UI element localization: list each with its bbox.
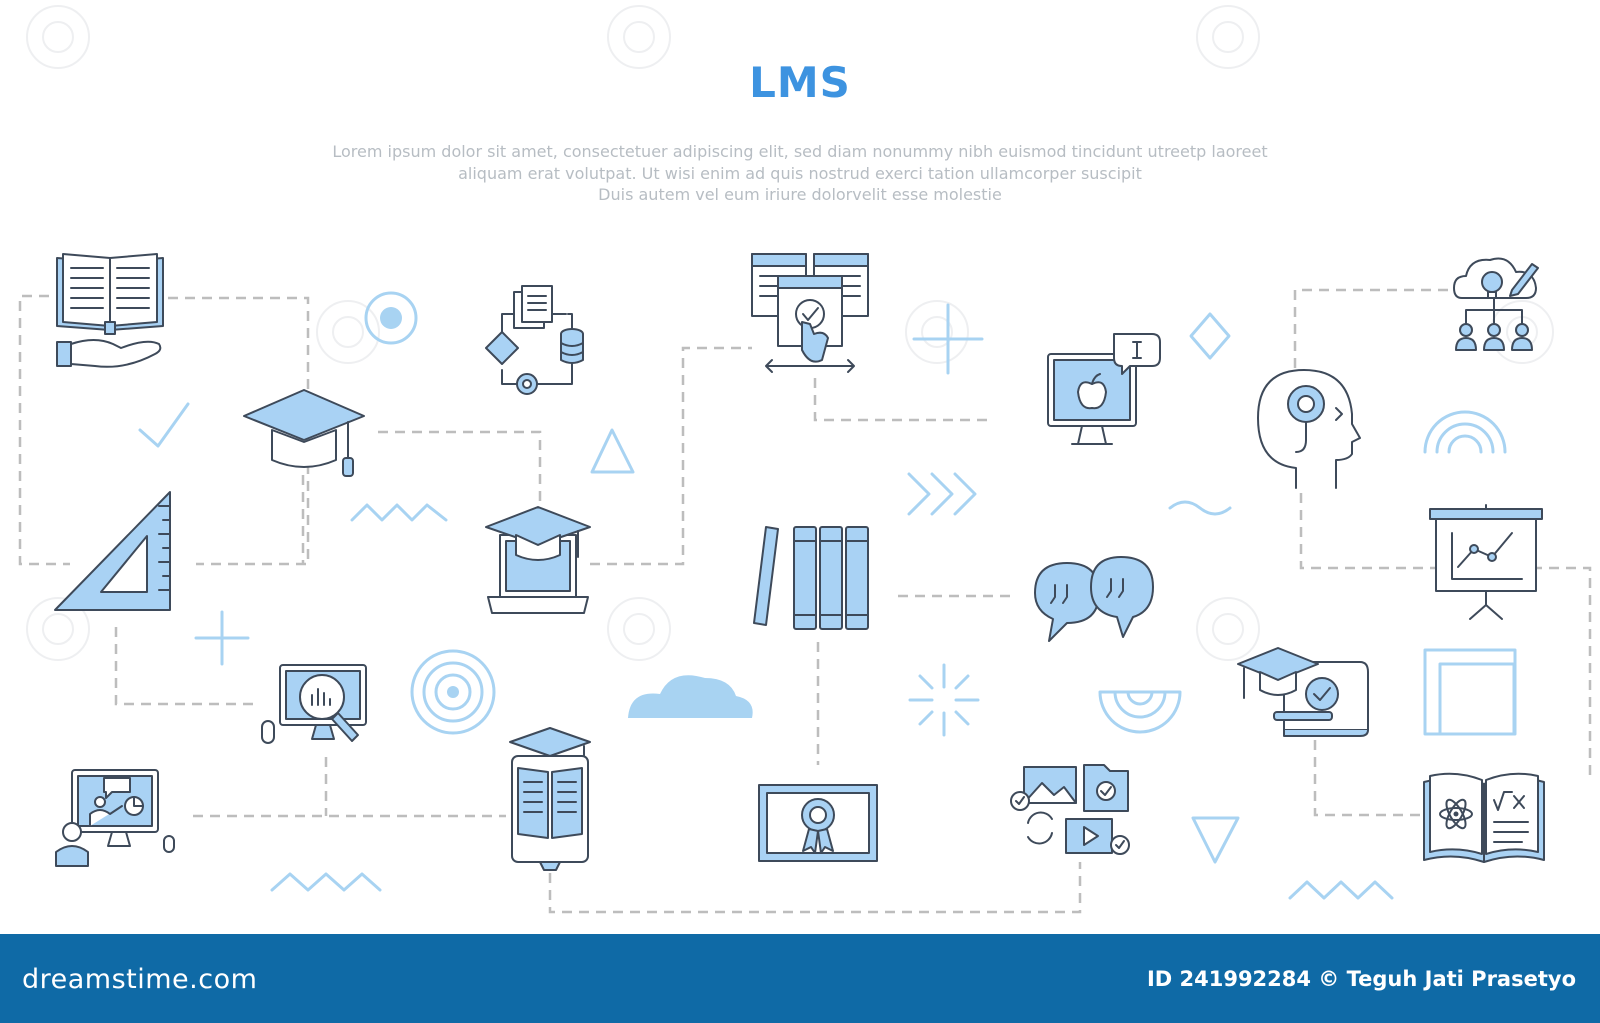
watermark-logo bbox=[607, 5, 671, 69]
quotes-chat-icon bbox=[1034, 556, 1154, 642]
cloud-idea-network-icon bbox=[1453, 257, 1539, 351]
background-decorations bbox=[138, 291, 1517, 900]
certificate-icon bbox=[758, 784, 878, 862]
site-logo-text: dreamstime.com bbox=[22, 964, 258, 995]
monitor-apple-icon bbox=[1047, 333, 1161, 445]
set-square-icon bbox=[54, 491, 171, 611]
connector-lines bbox=[18, 288, 1592, 914]
watermark-logo bbox=[1196, 597, 1260, 661]
image-credit: ID 241992284 © Teguh Jati Prasetyo bbox=[1146, 967, 1576, 991]
graduation-cap-icon bbox=[243, 389, 365, 477]
watermark-logo bbox=[1196, 5, 1260, 69]
brain-gear-icon bbox=[1257, 369, 1361, 489]
description-line: Duis autem vel eum iriure dolorvelit ess… bbox=[598, 185, 1002, 204]
online-test-browser-icon bbox=[751, 253, 869, 373]
workflow-database-icon bbox=[485, 285, 584, 395]
presentation-board-chart-icon bbox=[1429, 504, 1543, 620]
science-book-icon bbox=[1423, 772, 1545, 863]
watermark-logo bbox=[905, 300, 969, 364]
description-line: Lorem ipsum dolor sit amet, consectetuer… bbox=[332, 142, 1268, 161]
description-line: aliquam erat volutpat. Ut wisi enim ad q… bbox=[458, 164, 1142, 183]
watermark-logo bbox=[26, 5, 90, 69]
footer-bar: dreamstime.com ID 241992284 © Teguh Jati… bbox=[0, 934, 1600, 1023]
online-presentation-icon bbox=[55, 769, 175, 867]
open-book-hand-icon bbox=[56, 253, 164, 368]
online-laptop-graduation-icon bbox=[485, 506, 591, 614]
graduation-diploma-icon bbox=[1237, 647, 1369, 737]
e-book-graduation-icon bbox=[509, 727, 591, 871]
watermark-logo bbox=[26, 597, 90, 661]
page-title: LMS bbox=[749, 58, 851, 107]
data-analysis-monitor-icon bbox=[261, 664, 367, 744]
watermark-logo bbox=[607, 597, 671, 661]
watermark-logo bbox=[316, 300, 380, 364]
media-files-icon bbox=[1010, 764, 1130, 855]
books-stack-icon bbox=[753, 526, 869, 630]
infographic-canvas: .cn{fill:none;stroke:#BDBDBD;stroke-widt… bbox=[18, 253, 1592, 914]
